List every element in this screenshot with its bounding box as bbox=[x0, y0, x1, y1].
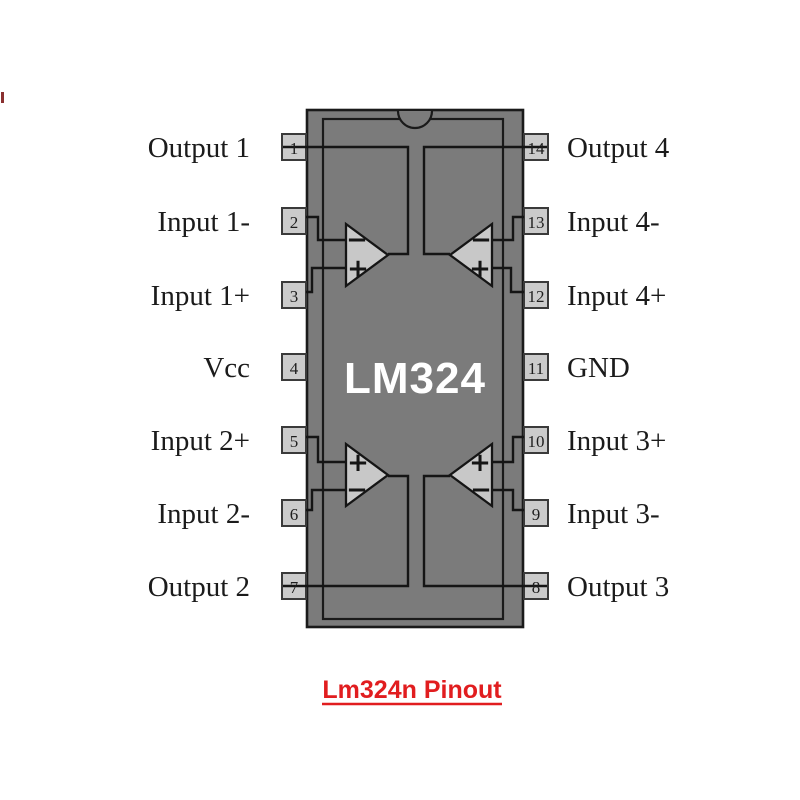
opamp-2-plus-sign: + bbox=[347, 448, 369, 478]
pin-7-number: 7 bbox=[290, 578, 299, 597]
opamp-1-triangle bbox=[344, 221, 390, 289]
ic-part-name: LM324 bbox=[344, 354, 486, 403]
pin-14-number: 14 bbox=[528, 139, 546, 158]
opamp-2-triangle bbox=[344, 441, 390, 509]
pin-2-label: Input 1- bbox=[157, 206, 250, 238]
pin-12-label: Input 4+ bbox=[567, 280, 666, 312]
pin-4-box bbox=[281, 353, 307, 381]
pin-5-number: 5 bbox=[290, 432, 299, 451]
pin-10-label: Input 3+ bbox=[567, 425, 666, 457]
opamp-1-minus-sign: − bbox=[346, 225, 368, 255]
pin-8-number: 8 bbox=[532, 578, 541, 597]
pin-11-number: 11 bbox=[528, 359, 544, 378]
opamp-3-minus-sign: − bbox=[470, 475, 492, 505]
pin-4-label: Vcc bbox=[203, 352, 250, 384]
pin-3-wire bbox=[306, 266, 350, 294]
pin-2-box bbox=[281, 207, 307, 235]
pin-4-number: 4 bbox=[290, 359, 299, 378]
pin-14-label: Output 4 bbox=[567, 132, 670, 164]
pin-9-box bbox=[523, 499, 549, 527]
pin-12-number: 12 bbox=[528, 287, 545, 306]
pin-10-wire bbox=[488, 435, 524, 464]
pin-6-box bbox=[281, 499, 307, 527]
pin-11-label: GND bbox=[567, 352, 630, 384]
ic-body bbox=[305, 108, 525, 629]
red-tick-mark bbox=[1, 92, 4, 103]
pin-6-label: Input 2- bbox=[157, 498, 250, 530]
caption-title: Lm324n Pinout bbox=[322, 676, 502, 704]
opamp-2-minus-sign: − bbox=[346, 475, 368, 505]
pin-1-label: Output 1 bbox=[148, 132, 250, 164]
pin-13-number: 13 bbox=[528, 213, 545, 232]
opamp-4-plus-sign: + bbox=[469, 254, 491, 284]
opamp-1-plus-sign: + bbox=[347, 254, 369, 284]
pin-5-box bbox=[281, 426, 307, 454]
pin-3-label: Input 1+ bbox=[151, 280, 250, 312]
pin-2-number: 2 bbox=[290, 213, 299, 232]
pin-10-box bbox=[523, 426, 549, 454]
pin-9-label: Input 3- bbox=[567, 498, 660, 530]
pin-9-wire bbox=[488, 488, 524, 512]
pin-1-number: 1 bbox=[290, 139, 299, 158]
opamp-3-triangle bbox=[448, 441, 494, 509]
pin-7-wire bbox=[283, 474, 410, 588]
opamp-4-minus-sign: − bbox=[470, 225, 492, 255]
pin-7-label: Output 2 bbox=[148, 571, 250, 603]
opamp-4-triangle bbox=[448, 221, 494, 289]
pin-3-box bbox=[281, 281, 307, 309]
pin-5-wire bbox=[306, 435, 350, 464]
opamp-3-plus-sign: + bbox=[469, 448, 491, 478]
pin-1-wire bbox=[283, 145, 410, 256]
pin-9-number: 9 bbox=[532, 505, 541, 524]
pin-5-label: Input 2+ bbox=[151, 425, 250, 457]
pin-10-number: 10 bbox=[528, 432, 545, 451]
pin-2-wire bbox=[306, 215, 350, 242]
pin-11-box bbox=[523, 353, 549, 381]
pin-13-label: Input 4- bbox=[567, 206, 660, 238]
pin-13-box bbox=[523, 207, 549, 235]
pin-12-wire bbox=[488, 266, 524, 294]
pin-6-number: 6 bbox=[290, 505, 299, 524]
pin-3-number: 3 bbox=[290, 287, 299, 306]
pin-12-box bbox=[523, 281, 549, 309]
pin-6-wire bbox=[306, 488, 350, 512]
pin-8-label: Output 3 bbox=[567, 571, 669, 603]
orientation-notch-icon bbox=[396, 110, 434, 130]
pin-13-wire bbox=[488, 215, 524, 242]
pin-14-wire bbox=[422, 145, 547, 256]
pin-8-wire bbox=[422, 474, 547, 588]
